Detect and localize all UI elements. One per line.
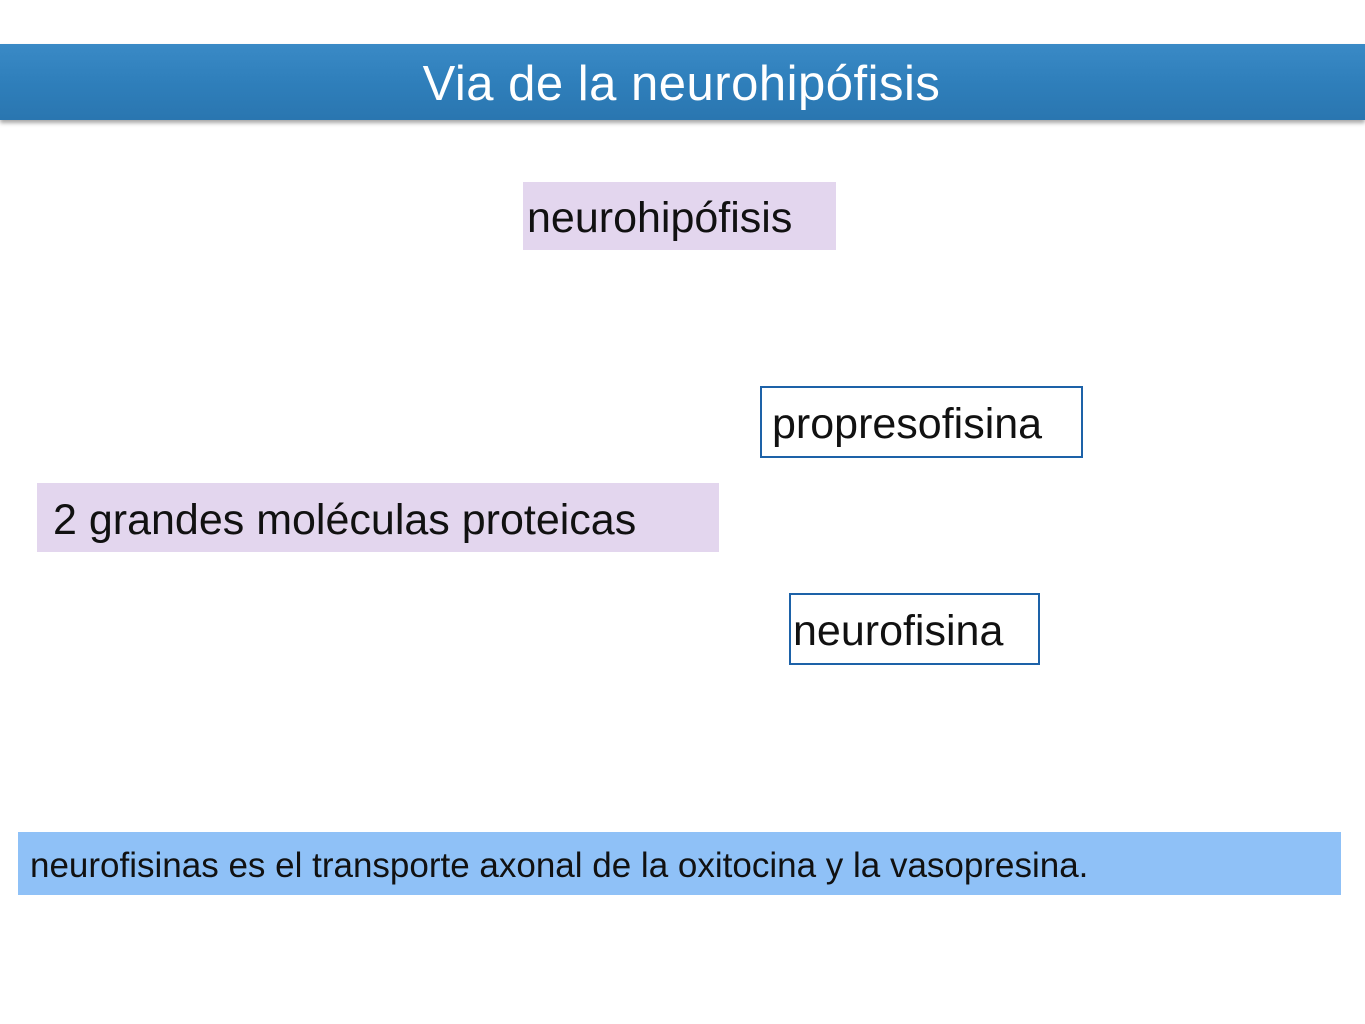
neurofisina-box: neurofisina	[789, 593, 1040, 665]
title-bar: Via de la neurohipófisis	[0, 44, 1365, 120]
axonal-transport-box: neurofisinas es el transporte axonal de …	[18, 832, 1341, 895]
neurohipofisis-box: neurohipófisis	[523, 182, 836, 250]
slide-title: Via de la neurohipófisis	[422, 56, 941, 111]
proteic-molecules-box: 2 grandes moléculas proteicas	[37, 483, 719, 552]
propresofisina-box: propresofisina	[760, 386, 1083, 458]
